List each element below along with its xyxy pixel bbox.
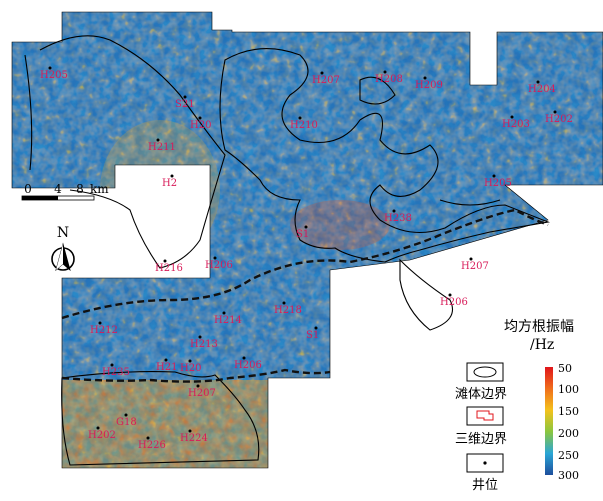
- legend-beach-icon: [466, 362, 504, 382]
- well-dot: [314, 326, 318, 330]
- beach-boundaries: [24, 35, 551, 466]
- well-dot: [423, 76, 427, 80]
- well-label: H216: [155, 263, 183, 274]
- well-label: H204: [528, 84, 556, 95]
- colorbar-unit: /Hz: [530, 337, 555, 353]
- scale-label-zero: 0: [24, 182, 32, 196]
- well-label: H207: [461, 261, 489, 272]
- well-label: H209: [415, 80, 443, 91]
- well-label: H226: [138, 440, 166, 451]
- legend-well-label: 井位: [472, 478, 499, 493]
- well-label: H235: [102, 367, 130, 378]
- well-dot: [163, 259, 167, 263]
- well-label: H214: [214, 315, 242, 326]
- well-dot: [392, 209, 396, 213]
- well-label: H208: [375, 74, 403, 85]
- well-dot: [383, 70, 387, 74]
- colorbar-tick: 250: [558, 449, 579, 462]
- survey-boundary: [11, 11, 603, 469]
- well-label: H211: [148, 142, 176, 153]
- well-label: H203: [502, 119, 530, 130]
- well-dot: [448, 293, 452, 297]
- well-label: H205: [484, 178, 512, 189]
- colorbar-tick: 150: [558, 405, 579, 418]
- well-label: H21: [156, 362, 177, 373]
- well-label: H213: [190, 339, 218, 350]
- north-label: N: [57, 225, 69, 241]
- legend-survey3d-label: 三维边界: [455, 432, 508, 447]
- well-label: H218: [274, 305, 302, 316]
- colorbar-tick: 100: [558, 383, 579, 396]
- well-dot: [183, 95, 187, 99]
- fault-lines: [61, 208, 549, 383]
- well-dot: [48, 66, 52, 70]
- well-dot: [170, 174, 174, 178]
- well-dot: [188, 359, 192, 363]
- colorbar-tick: 300: [558, 469, 579, 482]
- well-dot: [320, 71, 324, 75]
- colorbar: [545, 367, 553, 475]
- well-dot: [110, 363, 114, 367]
- well-label: H206: [234, 360, 262, 371]
- scale-label-end: 8: [76, 182, 84, 196]
- legend-beach-label: 滩体边界: [455, 387, 508, 402]
- colorbar-tick: 50: [558, 362, 572, 375]
- well-dot: [298, 116, 302, 120]
- well-label: H224: [180, 433, 208, 444]
- well-dot: [196, 384, 200, 388]
- scale-label-unit: km: [90, 182, 109, 196]
- well-label: H212: [90, 325, 118, 336]
- well-label: H210: [290, 120, 318, 131]
- well-label: S1: [296, 229, 309, 240]
- colorbar-tick: 200: [558, 427, 579, 440]
- well-dot: [198, 116, 202, 120]
- well-label: H202: [545, 114, 573, 125]
- well-dot: [492, 174, 496, 178]
- legend-well-icon: [466, 453, 504, 473]
- well-dot: [510, 115, 514, 119]
- well-dot: [553, 110, 557, 114]
- well-dot: [156, 138, 160, 142]
- well-dot: [188, 429, 192, 433]
- well-label: H202: [88, 430, 116, 441]
- well-dot: [164, 358, 168, 362]
- well-label: H205: [40, 70, 68, 81]
- well-label: H20: [180, 363, 201, 374]
- well-label: H20: [190, 120, 211, 131]
- scale-label-mid: 4: [54, 182, 62, 196]
- legend-survey3d-icon: [466, 406, 504, 426]
- well-dot: [96, 426, 100, 430]
- well-label: G18: [116, 417, 137, 428]
- well-dot: [213, 256, 217, 260]
- well-dot: [198, 335, 202, 339]
- scale-bar: 0 4 8 km: [21, 182, 109, 201]
- well-dot: [222, 311, 226, 315]
- colorbar-title: 均方根振幅: [504, 319, 574, 335]
- well-label: H206: [440, 297, 468, 308]
- well-dot: [469, 257, 473, 261]
- well-label: H207: [188, 388, 216, 399]
- well-label: H238: [384, 213, 412, 224]
- well-dot: [146, 436, 150, 440]
- well-label: H2: [162, 178, 177, 189]
- well-dot: [304, 225, 308, 229]
- well-label: S1: [306, 330, 319, 341]
- well-label: S21: [175, 99, 195, 110]
- well-label: H207: [312, 75, 340, 86]
- well-dot: [98, 321, 102, 325]
- north-arrow: N: [51, 225, 75, 272]
- well-dot: [242, 356, 246, 360]
- well-dot: [282, 301, 286, 305]
- well-dot: [124, 413, 128, 417]
- well-label: H206: [205, 260, 233, 271]
- well-dot: [536, 80, 540, 84]
